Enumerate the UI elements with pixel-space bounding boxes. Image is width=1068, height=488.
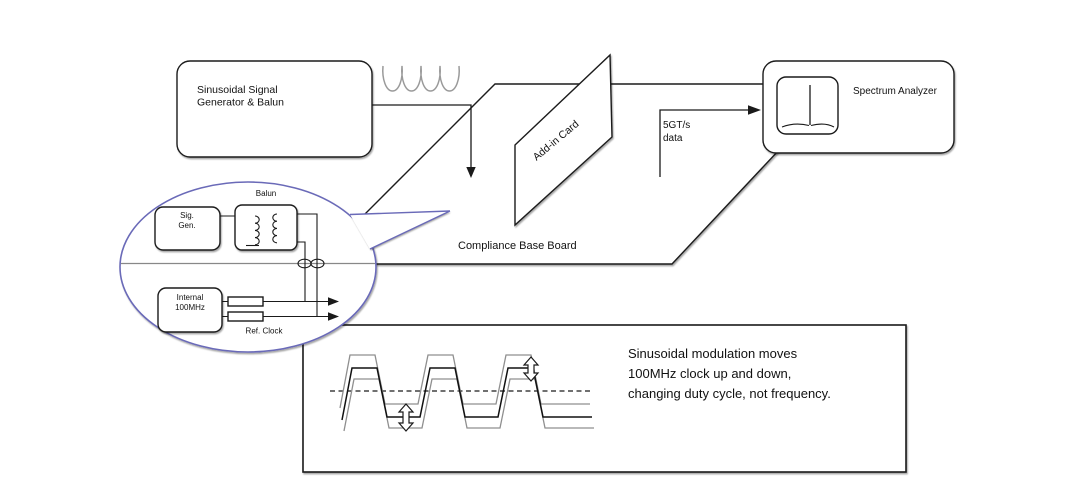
updown-arrow-icon	[522, 356, 540, 382]
sine-wave-icon	[382, 65, 460, 92]
base-board-label: Compliance Base Board	[458, 240, 577, 252]
data-wire	[659, 109, 748, 177]
spectrum-peak-icon	[781, 85, 835, 128]
add-in-card: Add-in Card	[514, 53, 613, 227]
clock-wave-upper	[339, 354, 590, 409]
magnifier-inset: Sig. Gen. Balun Internal 100MHz Ref. Clo…	[119, 181, 451, 353]
spectrum-screen	[776, 76, 839, 135]
signal-generator-box	[176, 60, 373, 158]
note-line3: changing duty cycle, not frequency.	[628, 386, 831, 401]
spectrum-analyzer-label: Spectrum Analyzer	[853, 86, 938, 97]
base-board-shape	[313, 83, 843, 265]
signal-generator: Sinusoidal Signal Generator & Balun	[176, 60, 373, 158]
updown-arrow-icon	[397, 403, 415, 432]
transformer-coils-icon	[246, 213, 278, 247]
note-line1: Sinusoidal modulation moves	[628, 346, 798, 361]
callout-pointer	[350, 211, 450, 249]
note-line2: 100MHz clock up and down,	[628, 366, 791, 381]
refclk-arrowhead-icon	[328, 297, 339, 306]
internal-clock-box	[157, 287, 223, 333]
data-word-label: data	[663, 133, 683, 144]
note-box-border	[302, 324, 907, 473]
balun-box	[234, 204, 298, 251]
refclk-arrowhead-icon	[328, 312, 339, 321]
compliance-base-board: Compliance Base Board	[313, 83, 843, 265]
right-arrowhead-icon	[748, 105, 761, 115]
spectrum-analyzer: Spectrum Analyzer	[762, 60, 955, 154]
internal-clock-label-line2: 100MHz	[175, 303, 205, 312]
internal-clock-label-line1: Internal	[177, 293, 204, 302]
injection-wire	[372, 104, 472, 169]
signal-generator-label-line1: Sinusoidal Signal	[197, 84, 278, 96]
data-path: 5GT/s data	[659, 105, 761, 177]
resistor-icon	[227, 296, 264, 307]
ref-clock-label: Ref. Clock	[246, 327, 284, 336]
balun-label: Balun	[256, 189, 276, 198]
add-in-card-shape	[514, 53, 613, 227]
signal-generator-label-line2: Generator & Balun	[197, 97, 284, 109]
sig-gen-label-line1: Sig.	[180, 211, 194, 220]
callout-pointer-edges	[349, 210, 451, 250]
generator-to-board-path	[372, 65, 476, 178]
modulation-note-box: Sinusoidal modulation moves 100MHz clock…	[302, 324, 907, 473]
sig-gen-box	[154, 206, 221, 251]
down-arrowhead-icon	[466, 167, 476, 178]
data-rate-label: 5GT/s	[663, 120, 690, 131]
sig-gen-label-line2: Gen.	[178, 221, 195, 230]
resistor-icon	[227, 311, 264, 322]
